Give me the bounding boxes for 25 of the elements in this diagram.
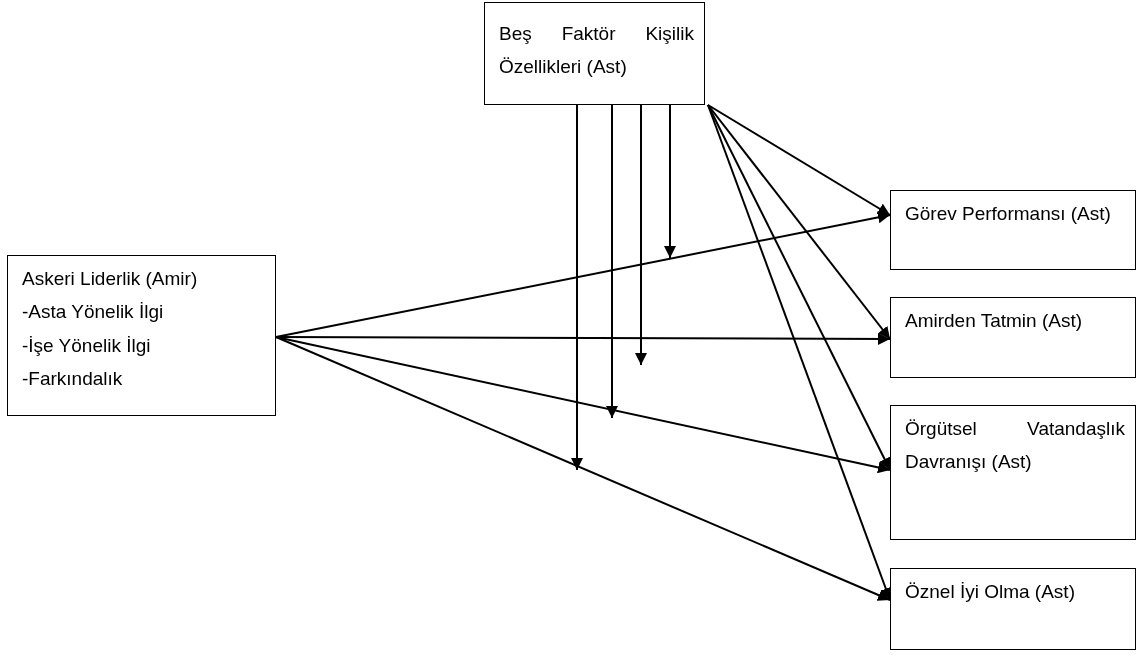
- node-text: -İşe Yönelik İlgi: [22, 333, 152, 358]
- variable-box: [890, 568, 1136, 650]
- node-text: Örgütsel Vatandaşlık Davranışı (Ast): [905, 417, 1125, 475]
- arrow: [707, 104, 892, 601]
- variable-box: [890, 297, 1136, 378]
- node-text: Amirden Tatmin (Ast): [905, 309, 1084, 333]
- factor-box: [484, 2, 705, 105]
- arrow: [275, 211, 891, 338]
- node-text: -Asta Yönelik İlgi: [22, 300, 165, 325]
- arrow: [664, 104, 676, 259]
- arrow: [606, 104, 618, 419]
- variable-box: [890, 405, 1136, 540]
- variable-box: [7, 255, 276, 416]
- node-text: Askeri Liderlik (Amir): [22, 267, 199, 291]
- node-text: Beş Faktör Kişilik Özellikleri (Ast): [499, 22, 694, 80]
- arrow: [275, 336, 891, 474]
- node-text: Görev Performansı (Ast): [905, 202, 1112, 226]
- node-text: Öznel İyi Olma (Ast): [905, 580, 1076, 604]
- arrow: [707, 104, 891, 216]
- node-text: -Farkındalık: [22, 366, 124, 391]
- variable-box: [890, 190, 1136, 270]
- arrow: [707, 104, 891, 340]
- arrow: [635, 104, 647, 366]
- arrow: [275, 336, 891, 601]
- arrow: [571, 104, 583, 471]
